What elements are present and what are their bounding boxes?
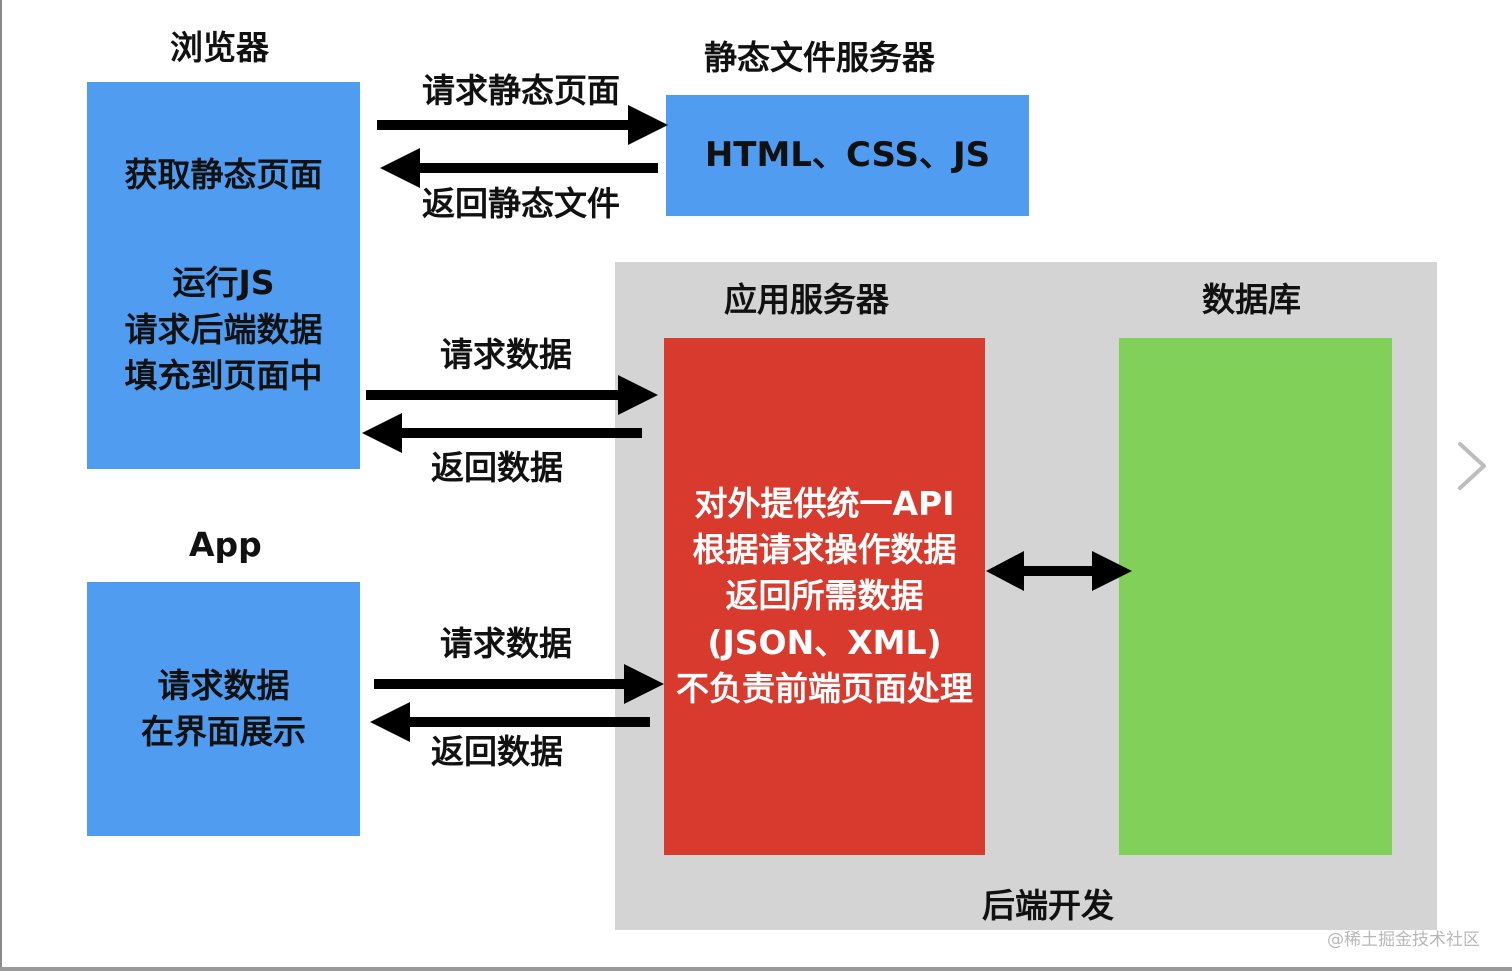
app-title: App xyxy=(189,525,262,564)
browser-line: 填充到页面中 xyxy=(124,355,323,395)
browser-request-data-label: 请求数据 xyxy=(440,335,572,374)
app-server-line: 不负责前端页面处理 xyxy=(676,668,973,708)
browser-return-data-arrow xyxy=(362,413,642,453)
app-request-data-label: 请求数据 xyxy=(440,624,572,663)
app-line: 在界面展示 xyxy=(141,712,306,751)
request-static-label: 请求静态页面 xyxy=(422,71,620,110)
static-server-box: HTML、CSS、JS xyxy=(666,95,1029,216)
app-server-title: 应用服务器 xyxy=(724,280,889,319)
chevron-right-icon[interactable] xyxy=(1452,440,1492,492)
app-box: 请求数据 在界面展示 xyxy=(87,582,360,836)
app-server-box: 对外提供统一API 根据请求操作数据 返回所需数据 (JSON、XML) 不负责… xyxy=(664,338,985,855)
app-line: 请求数据 xyxy=(157,665,290,705)
frame-edge-left xyxy=(0,0,2,971)
browser-request-data-arrow xyxy=(366,375,658,415)
app-request-data-arrow xyxy=(374,664,664,704)
server-database-arrow xyxy=(986,551,1132,591)
app-server-line: 根据请求操作数据 xyxy=(692,530,957,570)
app-server-line: (JSON、XML) xyxy=(707,622,942,662)
app-return-data-label: 返回数据 xyxy=(431,732,563,771)
static-server-content: HTML、CSS、JS xyxy=(704,134,991,175)
browser-line: 请求后端数据 xyxy=(124,309,323,349)
request-static-arrow xyxy=(377,105,668,145)
browser-box: 获取静态页面 运行JS 请求后端数据 填充到页面中 xyxy=(87,82,360,469)
return-static-arrow xyxy=(380,148,658,188)
database-title: 数据库 xyxy=(1202,280,1301,319)
browser-line: 运行JS xyxy=(172,263,275,303)
browser-title: 浏览器 xyxy=(170,28,269,67)
app-server-line: 对外提供统一API xyxy=(694,484,955,524)
watermark: @稀土掘金技术社区 xyxy=(1327,930,1480,950)
return-static-label: 返回静态文件 xyxy=(422,184,620,223)
browser-line: 获取静态页面 xyxy=(124,155,323,195)
database-box xyxy=(1119,338,1392,855)
app-server-line: 返回所需数据 xyxy=(725,576,924,616)
backend-label: 后端开发 xyxy=(982,886,1114,925)
app-return-data-arrow xyxy=(370,702,650,742)
frame-edge-bottom xyxy=(0,967,1512,971)
browser-return-data-label: 返回数据 xyxy=(431,448,563,487)
static-server-title: 静态文件服务器 xyxy=(704,38,935,77)
